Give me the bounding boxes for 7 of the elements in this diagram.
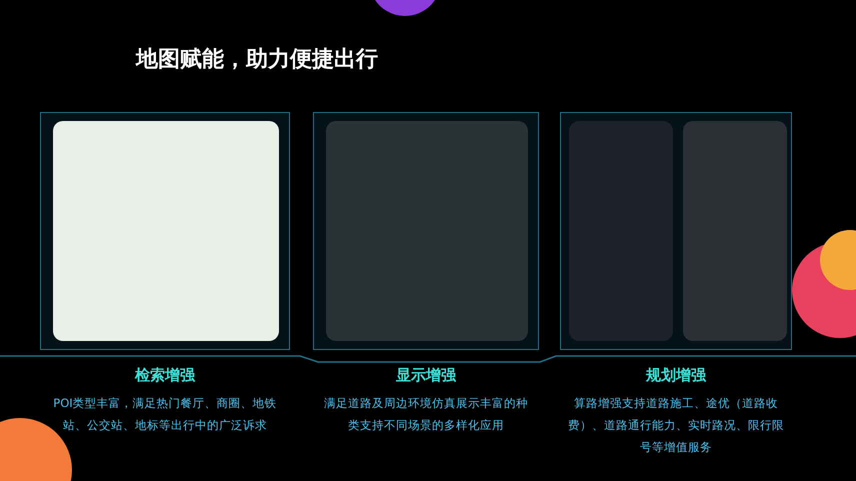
panel-description: 满足道路及周边环境仿真展示丰富的种类支持不同场景的多样化应用 [323,395,529,434]
panel-heading: 显示增强 [395,366,458,385]
panel-description: 算路增强支持道路施工、途优（道路收费）、道路通行能力、实时路况、限行限号等增值服务 [567,395,785,456]
panel-description: POI类型丰富，满足热门餐厅、商圈、地铁站、公交站、地标等出行中的广泛诉求 [52,395,278,434]
panel-heading: 检索增强 [134,366,196,385]
panel-heading: 规划增强 [644,366,708,385]
slide-title: 地图赋能，助力便捷出行 [136,46,378,74]
